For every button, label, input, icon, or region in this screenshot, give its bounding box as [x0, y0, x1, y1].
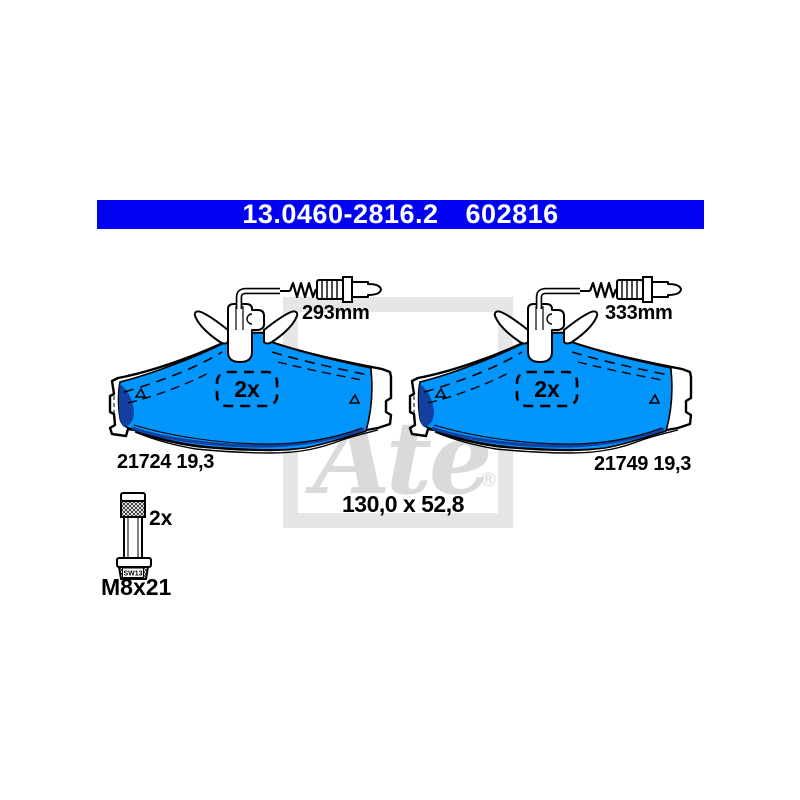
sensor-length-label-right: 333mm: [605, 302, 673, 324]
bolt-head-size-label: SW13: [123, 571, 142, 578]
part-number: 13.0460-2816.2: [242, 199, 439, 229]
registered-mark: ®: [479, 469, 498, 491]
sensor-length-label-left: 293mm: [302, 302, 370, 324]
ref-number: 602816: [465, 199, 559, 229]
quantity-label-right: 2x: [534, 375, 560, 402]
bolt-size-label: M8x21: [101, 574, 172, 600]
ate-watermark: Ate ®: [283, 297, 513, 528]
header-bar: 13.0460-2816.2 602816: [97, 200, 704, 229]
pad-part-code-left: 21724 19,3: [117, 451, 215, 473]
bolt-drawing: SW13: [116, 492, 152, 580]
pad-dimensions-label: 130,0 x 52,8: [342, 491, 464, 517]
pad-part-code-right: 21749 19,3: [594, 453, 692, 475]
bolt-quantity-label: 2x: [149, 507, 173, 530]
quantity-label-left: 2x: [234, 375, 260, 402]
